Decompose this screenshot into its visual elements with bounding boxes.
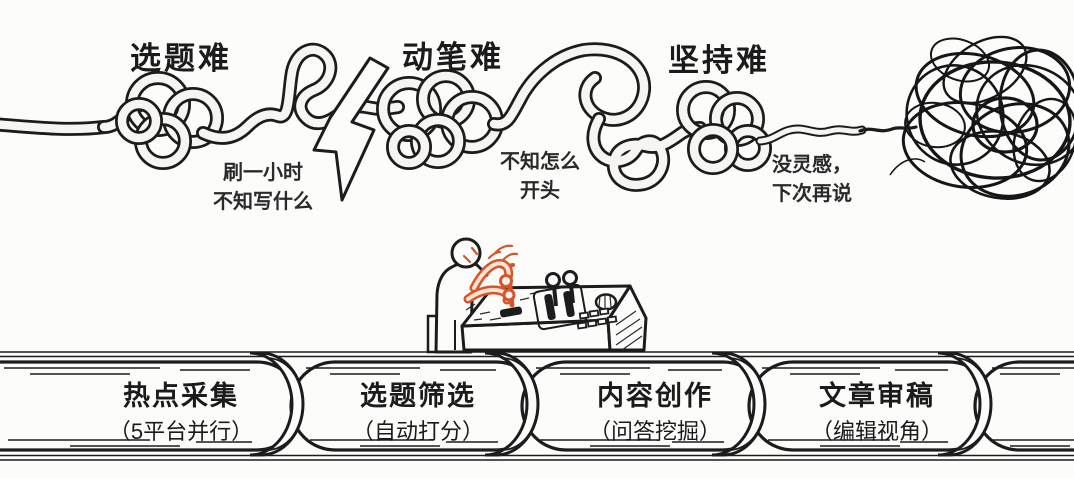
pipeline-stage-label-4: 文章审稿 （编辑视角） bbox=[811, 374, 943, 446]
note-line: 不知写什么 bbox=[213, 191, 313, 213]
motion-lines bbox=[462, 244, 519, 264]
pain-point-note-1: 刷一小时 不知写什么 bbox=[213, 159, 313, 217]
pipe-speed-lines bbox=[4, 367, 1074, 447]
operator-head bbox=[450, 237, 482, 269]
note-line: 没灵感， bbox=[772, 154, 852, 176]
stage-subtitle: （自动打分） bbox=[351, 419, 485, 444]
rope-knot-1 bbox=[115, 71, 224, 170]
operator-arms-orange bbox=[462, 244, 519, 308]
scribble-ball-illustration bbox=[889, 35, 1074, 200]
pipe-coupling-1 bbox=[249, 351, 305, 457]
console-lever-left bbox=[545, 272, 561, 307]
console-knob bbox=[594, 293, 618, 311]
pipe-segment-tail bbox=[973, 360, 1074, 452]
pain-point-title-1: 选题难 bbox=[130, 41, 232, 76]
pain-point-title-2: 动笔难 bbox=[402, 40, 504, 75]
stage-title: 热点采集 bbox=[123, 381, 239, 411]
pipeline-pipe bbox=[0, 351, 1074, 461]
pipe-coupling-2 bbox=[484, 351, 540, 457]
console-buttons bbox=[576, 307, 618, 330]
pain-point-title-3: 坚持难 bbox=[668, 43, 770, 78]
pain-point-note-2: 不知怎么 开头 bbox=[500, 148, 580, 206]
control-console bbox=[460, 270, 648, 352]
pipeline-stage-label-2: 选题筛选 （自动打分） bbox=[352, 374, 484, 446]
stage-title: 内容创作 bbox=[596, 381, 713, 411]
stage-title: 选题筛选 bbox=[359, 381, 476, 411]
pain-point-note-3: 没灵感， 下次再说 bbox=[772, 151, 852, 209]
operator-hand bbox=[502, 288, 516, 302]
lever-slot-panel bbox=[532, 283, 588, 331]
note-line: 刷一小时 bbox=[223, 162, 303, 184]
stage-subtitle: （5平台并行） bbox=[108, 419, 254, 444]
stage-title: 文章审稿 bbox=[818, 381, 935, 411]
console-lever-right bbox=[562, 270, 578, 304]
tangled-rope-illustration bbox=[0, 49, 918, 185]
pipe-coupling-4 bbox=[937, 351, 993, 457]
rope-knot-2 bbox=[376, 69, 504, 170]
pipeline-stage-label-1: 热点采集 （5平台并行） bbox=[109, 374, 253, 446]
pipeline-stage-label-3: 内容创作 （问答挖掘） bbox=[589, 374, 721, 446]
stage-subtitle: （问答挖掘） bbox=[588, 419, 722, 444]
pipe-coupling-3 bbox=[711, 351, 767, 457]
operator-hand bbox=[499, 274, 513, 288]
note-line: 下次再说 bbox=[772, 183, 852, 205]
rope-knot-3 bbox=[676, 80, 772, 175]
arrow-bolt-icon bbox=[312, 56, 390, 202]
note-line: 开头 bbox=[520, 180, 560, 202]
stage-subtitle: （编辑视角） bbox=[810, 419, 944, 444]
note-line: 不知怎么 bbox=[500, 151, 580, 173]
